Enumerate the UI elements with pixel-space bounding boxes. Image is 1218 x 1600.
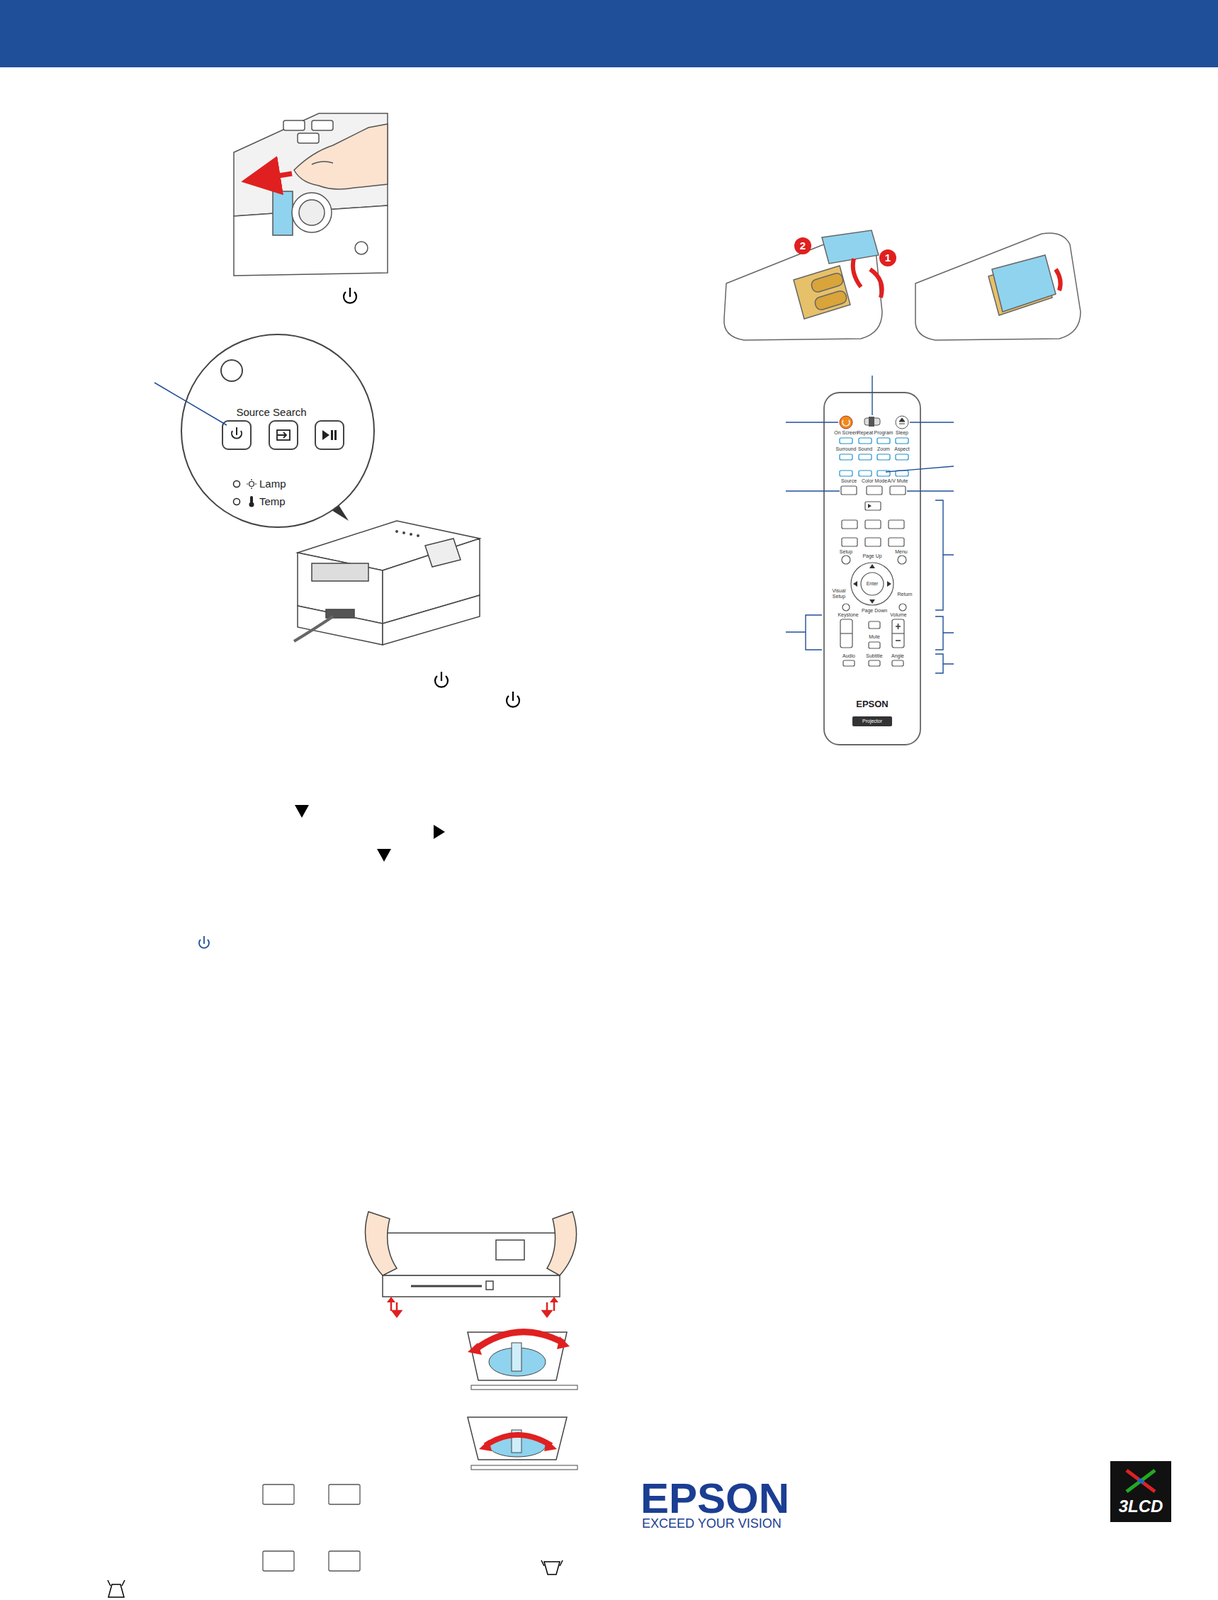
- header-bar: [0, 0, 1218, 68]
- remote-control: [824, 392, 921, 745]
- remote-callout-lines: [785, 375, 954, 674]
- remote-label: Setup: [839, 549, 853, 555]
- remote-label: Visual Setup: [830, 588, 848, 599]
- remote-label: Keystone: [837, 612, 859, 618]
- remote-label: Volume: [889, 612, 907, 618]
- remote-label: Surround: [836, 446, 857, 453]
- control-panel-zoom: [181, 334, 375, 528]
- remote-brand: EPSON: [855, 699, 889, 710]
- arrow-symbol: [294, 804, 445, 862]
- remote-label: Repeat: [857, 430, 874, 436]
- keystone-symbol: [107, 1560, 563, 1598]
- lens-ring: [467, 1332, 578, 1470]
- remote-label: Page Down: [861, 607, 888, 614]
- projector-feet: [365, 1211, 577, 1297]
- remote-label: Program: [874, 430, 894, 436]
- foot-arrows: [386, 1296, 559, 1317]
- leader-line: [154, 382, 227, 426]
- remote-label: Source: [841, 478, 857, 484]
- button-icon: [262, 1484, 360, 1571]
- remote-label: Color Mode: [861, 478, 888, 484]
- 3lcd-badge: [1110, 1461, 1172, 1522]
- brand-logo: EPSON: [640, 1475, 790, 1522]
- remote-label: On Screen: [833, 430, 858, 436]
- projector-lens-cover: [233, 113, 388, 276]
- remote-label: Menu: [894, 549, 908, 555]
- step-marker: 1: [884, 252, 891, 265]
- remote-label: Audio: [842, 653, 856, 659]
- projector-dvd-unit: [294, 520, 480, 645]
- power-symbol: [343, 287, 520, 708]
- remote-label: Sound: [858, 446, 873, 453]
- remote-label: Projector: [862, 718, 883, 725]
- remote-label: Mute: [868, 634, 881, 640]
- panel-label: Source Search: [235, 406, 307, 419]
- remote-label: Sleep: [895, 430, 909, 436]
- step-marker: 2: [799, 240, 806, 253]
- badge-text: 3LCD: [1118, 1497, 1164, 1516]
- power-symbol: [199, 935, 210, 949]
- remote-label: Angle: [891, 653, 905, 659]
- battery-illustration: [724, 230, 1081, 341]
- remote-label: Aspect: [894, 446, 910, 453]
- remote-label: Zoom: [877, 446, 890, 453]
- remote-label: Page Up: [862, 553, 882, 560]
- indicator-label: Lamp: [259, 478, 287, 491]
- indicator-label: Temp: [259, 495, 286, 509]
- remote-label: A/V Mute: [887, 478, 909, 484]
- remote-label: Return: [897, 591, 912, 598]
- remote-label: Enter: [866, 581, 879, 587]
- brand-tagline: EXCEED YOUR VISION: [641, 1517, 782, 1532]
- remote-label: Subtitle: [865, 653, 883, 659]
